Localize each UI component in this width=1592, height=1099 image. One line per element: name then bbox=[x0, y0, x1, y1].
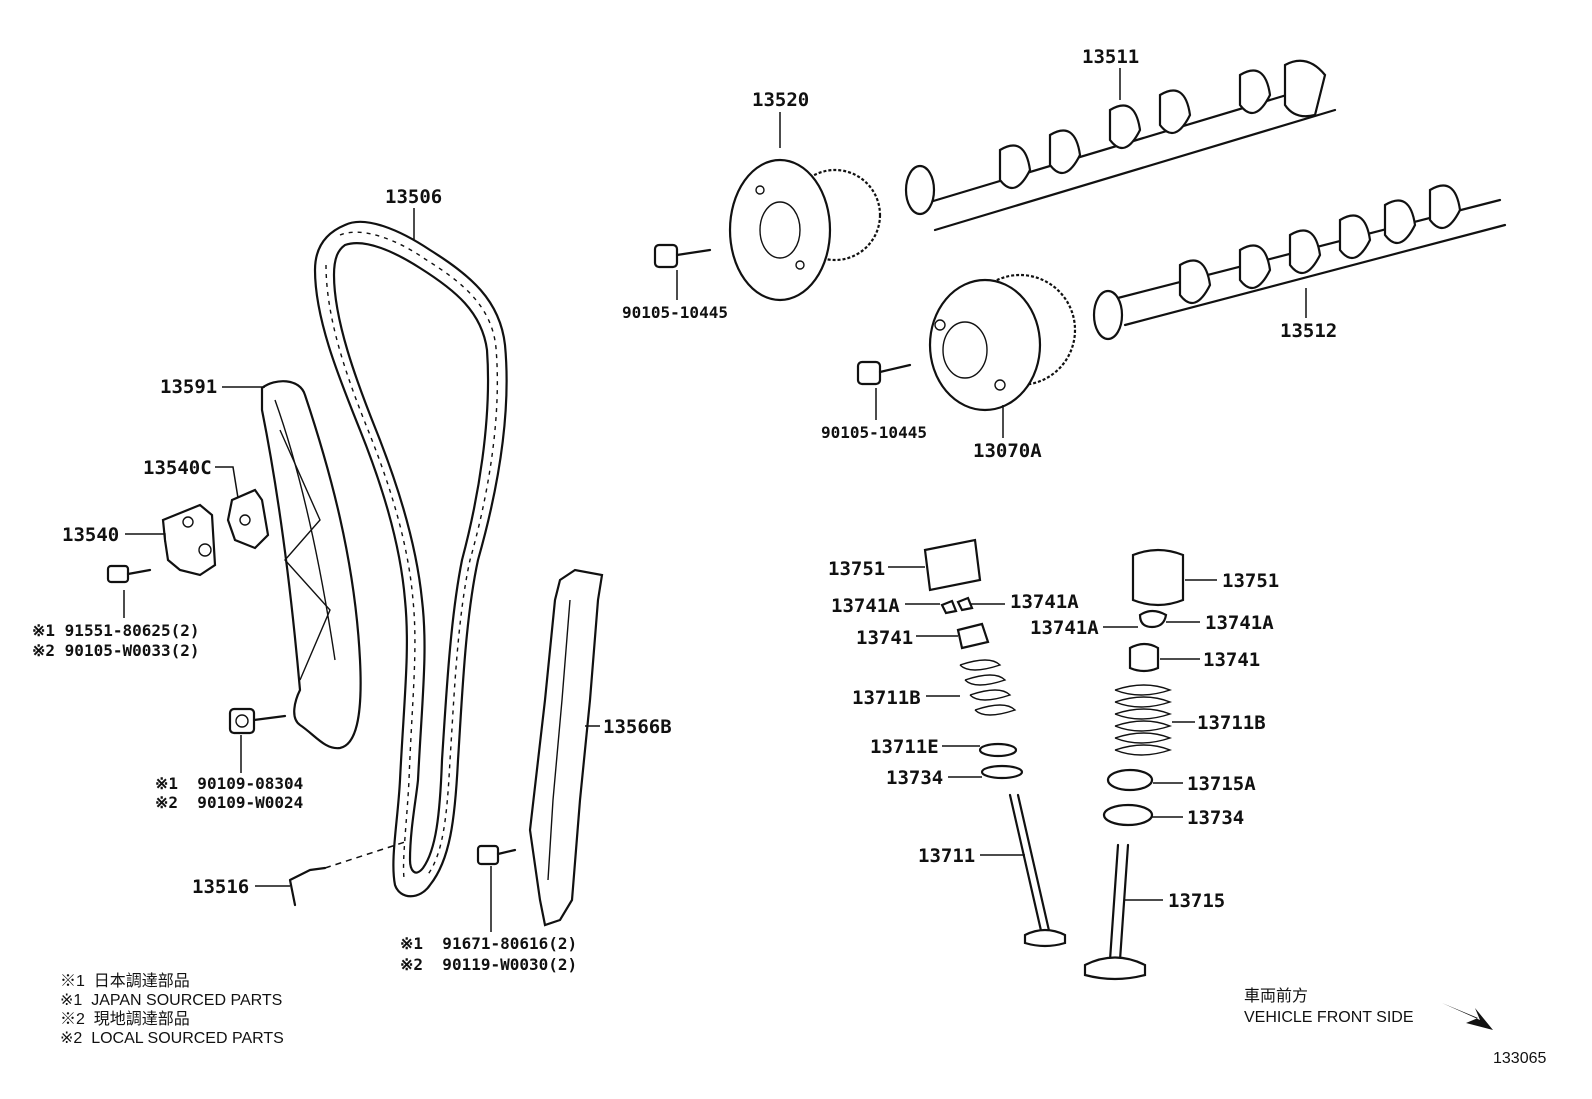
label-tensioner-bolt-1: ※1 91551-80625(2) bbox=[32, 621, 200, 640]
camshaft-13511 bbox=[904, 59, 1337, 232]
label-13591: 13591 bbox=[160, 376, 218, 398]
label-13512: 13512 bbox=[1280, 320, 1338, 342]
vvt-gear-13070A bbox=[928, 273, 1077, 412]
label-left-13741A-a: 13741A bbox=[831, 595, 900, 617]
label-guide-bolt-2: ※2 90109-W0024 bbox=[155, 793, 304, 812]
label-right-13715: 13715 bbox=[1168, 890, 1226, 912]
label-damper-bolt-1: ※1 91671-80616(2) bbox=[400, 934, 578, 953]
vehicle-front-jp: 車両前方 bbox=[1244, 988, 1309, 1005]
tensioner-bolt bbox=[106, 564, 152, 584]
label-right-13734: 13734 bbox=[1187, 807, 1245, 829]
figure-id: 133065 bbox=[1493, 1050, 1547, 1067]
valve-assembly-right bbox=[1083, 548, 1185, 981]
gear-bolt-bottom bbox=[856, 360, 912, 386]
label-right-13741A-b: 13741A bbox=[1205, 612, 1274, 634]
label-right-13751: 13751 bbox=[1222, 570, 1280, 592]
label-13511: 13511 bbox=[1082, 46, 1140, 68]
label-right-13741A-a: 13741A bbox=[1030, 617, 1099, 639]
label-13506: 13506 bbox=[385, 186, 443, 208]
label-gear-bolt-top: 90105-10445 bbox=[622, 303, 728, 322]
label-left-13711: 13711 bbox=[918, 845, 976, 867]
legend-line-1: ※1 日本調達部品 bbox=[60, 973, 190, 990]
label-left-13741A-b: 13741A bbox=[1010, 591, 1079, 613]
label-13070A: 13070A bbox=[973, 440, 1042, 462]
camshaft-13512 bbox=[1092, 184, 1507, 341]
label-gear-bolt-bottom: 90105-10445 bbox=[821, 423, 927, 442]
label-left-13711B: 13711B bbox=[852, 687, 921, 709]
label-13540: 13540 bbox=[62, 524, 120, 546]
legend-line-2: ※1 JAPAN SOURCED PARTS bbox=[60, 992, 283, 1009]
legend-line-3: ※2 現地調達部品 bbox=[60, 1011, 190, 1028]
label-right-13741: 13741 bbox=[1203, 649, 1261, 671]
tensioner-gasket bbox=[226, 488, 270, 550]
chain-damper bbox=[528, 568, 604, 927]
label-13540C: 13540C bbox=[143, 457, 212, 479]
chain-slipper-guide bbox=[260, 380, 362, 750]
guide-bolt bbox=[228, 707, 287, 735]
vehicle-front-arrow-icon bbox=[1442, 1003, 1493, 1030]
leader-lines bbox=[123, 68, 1307, 932]
legend-line-4: ※2 LOCAL SOURCED PARTS bbox=[60, 1030, 284, 1047]
label-left-13711E: 13711E bbox=[870, 736, 939, 758]
label-13566B: 13566B bbox=[603, 716, 672, 738]
label-left-13751: 13751 bbox=[828, 558, 886, 580]
valve-assembly-left bbox=[923, 538, 1067, 948]
oil-jet-13516 bbox=[288, 841, 406, 907]
label-right-13715A: 13715A bbox=[1187, 773, 1256, 795]
label-damper-bolt-2: ※2 90119-W0030(2) bbox=[400, 955, 578, 974]
chain-tensioner bbox=[161, 503, 217, 577]
label-guide-bolt-1: ※1 90109-08304 bbox=[155, 774, 304, 793]
timing-chain bbox=[313, 220, 508, 898]
vehicle-front-en: VEHICLE FRONT SIDE bbox=[1244, 1009, 1414, 1026]
label-right-13711B: 13711B bbox=[1197, 712, 1266, 734]
label-left-13734: 13734 bbox=[886, 767, 944, 789]
label-left-13741: 13741 bbox=[856, 627, 914, 649]
label-tensioner-bolt-2: ※2 90105-W0033(2) bbox=[32, 641, 200, 660]
label-13516: 13516 bbox=[192, 876, 250, 898]
camshaft-gear-13520 bbox=[728, 158, 882, 302]
gear-bolt-top bbox=[653, 243, 712, 269]
damper-bolt bbox=[476, 844, 517, 866]
label-13520: 13520 bbox=[752, 89, 810, 111]
